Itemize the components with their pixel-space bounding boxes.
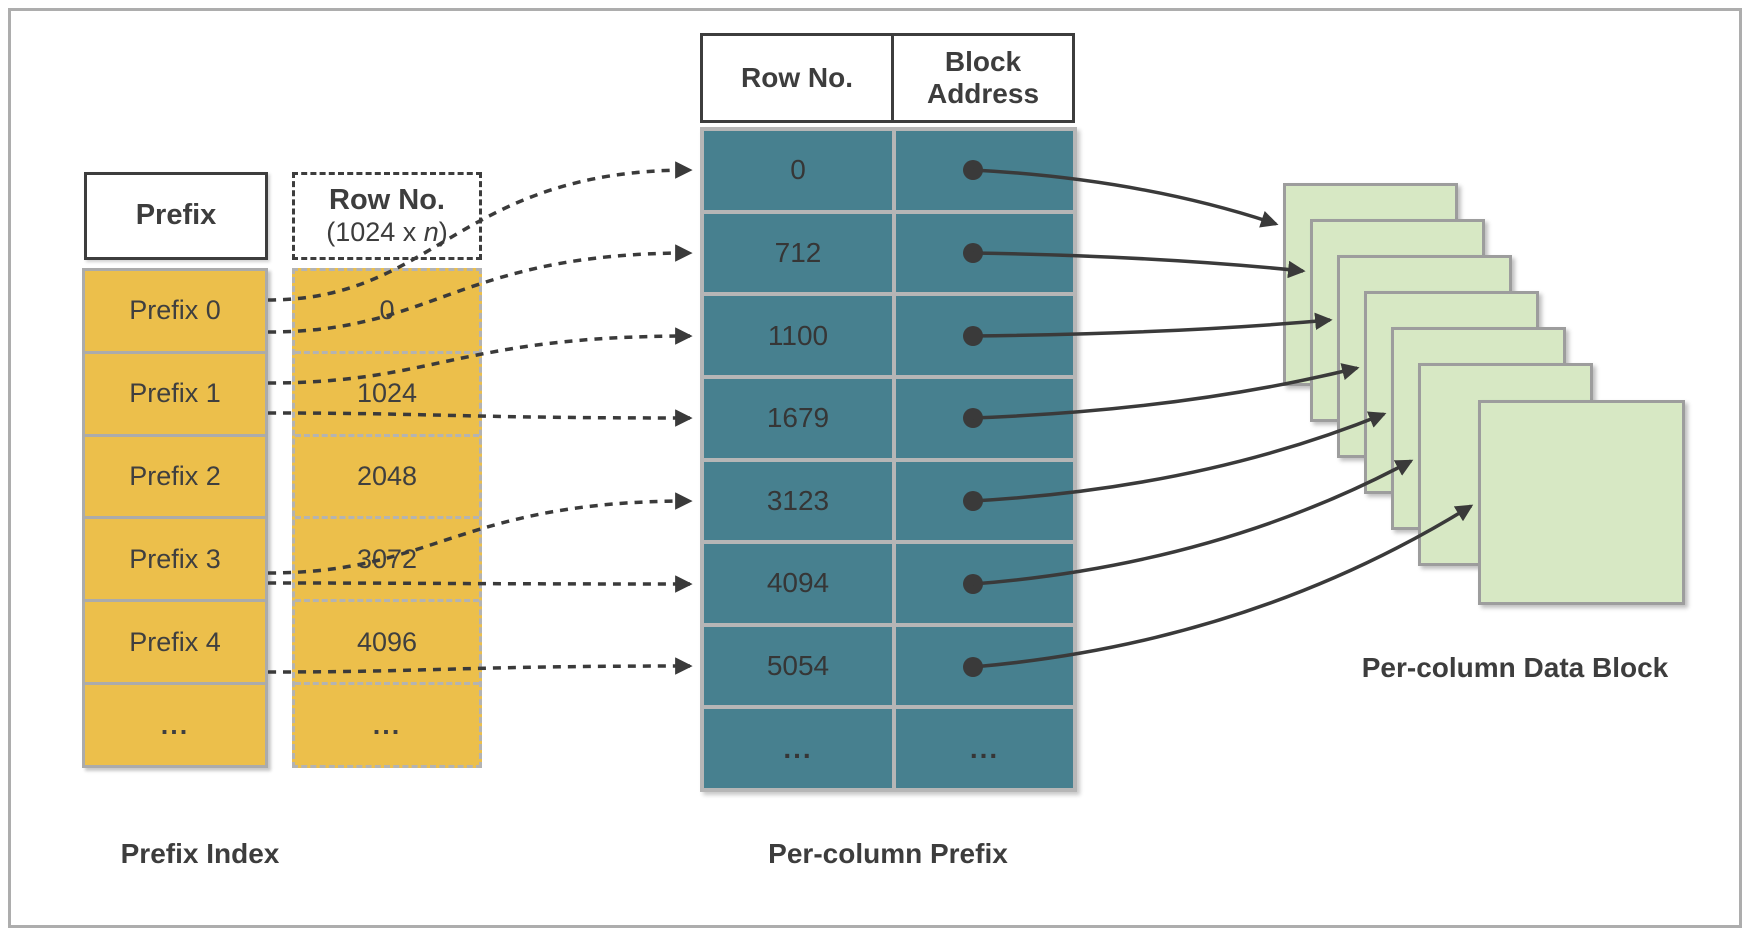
table-cell-rowno: 4094: [704, 544, 892, 623]
rowno-cell-ellipsis: ...: [372, 709, 402, 740]
prefix-index-rowno-column: 0 1024 2048 3072 4096 ...: [292, 268, 482, 768]
table-cell-blockaddr: [896, 131, 1073, 210]
per-column-prefix-header: Row No. Block Address: [700, 33, 1075, 123]
table-cell-rowno: 1100: [704, 296, 892, 375]
rowno-cell: 3072: [295, 519, 479, 603]
table-cell-rowno: 0: [704, 131, 892, 210]
header-block-address: Block Address: [891, 36, 1072, 120]
table-cell-blockaddr: [896, 544, 1073, 623]
prefix-index-prefix-column: Prefix 0 Prefix 1 Prefix 2 Prefix 3 Pref…: [82, 268, 268, 768]
header-row-no: Row No.: [741, 61, 853, 93]
table-cell-blockaddr: [896, 461, 1073, 541]
data-block-front: [1478, 400, 1685, 605]
prefix-cell: Prefix 4: [85, 602, 265, 686]
prefix-cell-ellipsis: ...: [160, 709, 190, 740]
prefix-cell: Prefix 2: [85, 437, 265, 520]
rowno-cell: 2048: [295, 437, 479, 520]
caption-prefix-index: Prefix Index: [120, 838, 280, 869]
rowno-column-header: Row No. (1024 x n): [292, 172, 482, 260]
rowno-header-title: Row No.: [329, 183, 445, 216]
caption-per-column-prefix: Per-column Prefix: [768, 838, 1008, 869]
prefix-cell: Prefix 1: [85, 354, 265, 437]
rowno-cell: 4096: [295, 602, 479, 686]
table-cell-blockaddr: [896, 213, 1073, 293]
table-cell-blockaddr: [896, 296, 1073, 375]
table-cell-rowno: 1679: [704, 378, 892, 458]
prefix-column-header: Prefix: [84, 172, 268, 260]
table-cell-rowno: 3123: [704, 461, 892, 541]
prefix-cell: Prefix 0: [85, 271, 265, 354]
table-cell-blockaddr: [896, 378, 1073, 458]
rowno-header-subtitle: (1024 x n): [326, 217, 448, 248]
prefix-header-label: Prefix: [135, 199, 217, 232]
caption-per-column-data-block: Per-column Data Block: [1361, 652, 1669, 683]
prefix-cell: Prefix 3: [85, 519, 265, 603]
table-cell-rowno-ellipsis: ...: [704, 709, 892, 788]
per-column-prefix-table: 0 712 1100 1679 3123 4094 5054 ... ...: [700, 127, 1077, 792]
rowno-cell: 0: [295, 271, 479, 354]
table-cell-rowno: 712: [704, 213, 892, 293]
rowno-cell: 1024: [295, 354, 479, 437]
table-cell-blockaddr: [896, 626, 1073, 706]
table-cell-blockaddr-ellipsis: ...: [896, 709, 1073, 788]
table-cell-rowno: 5054: [704, 626, 892, 706]
